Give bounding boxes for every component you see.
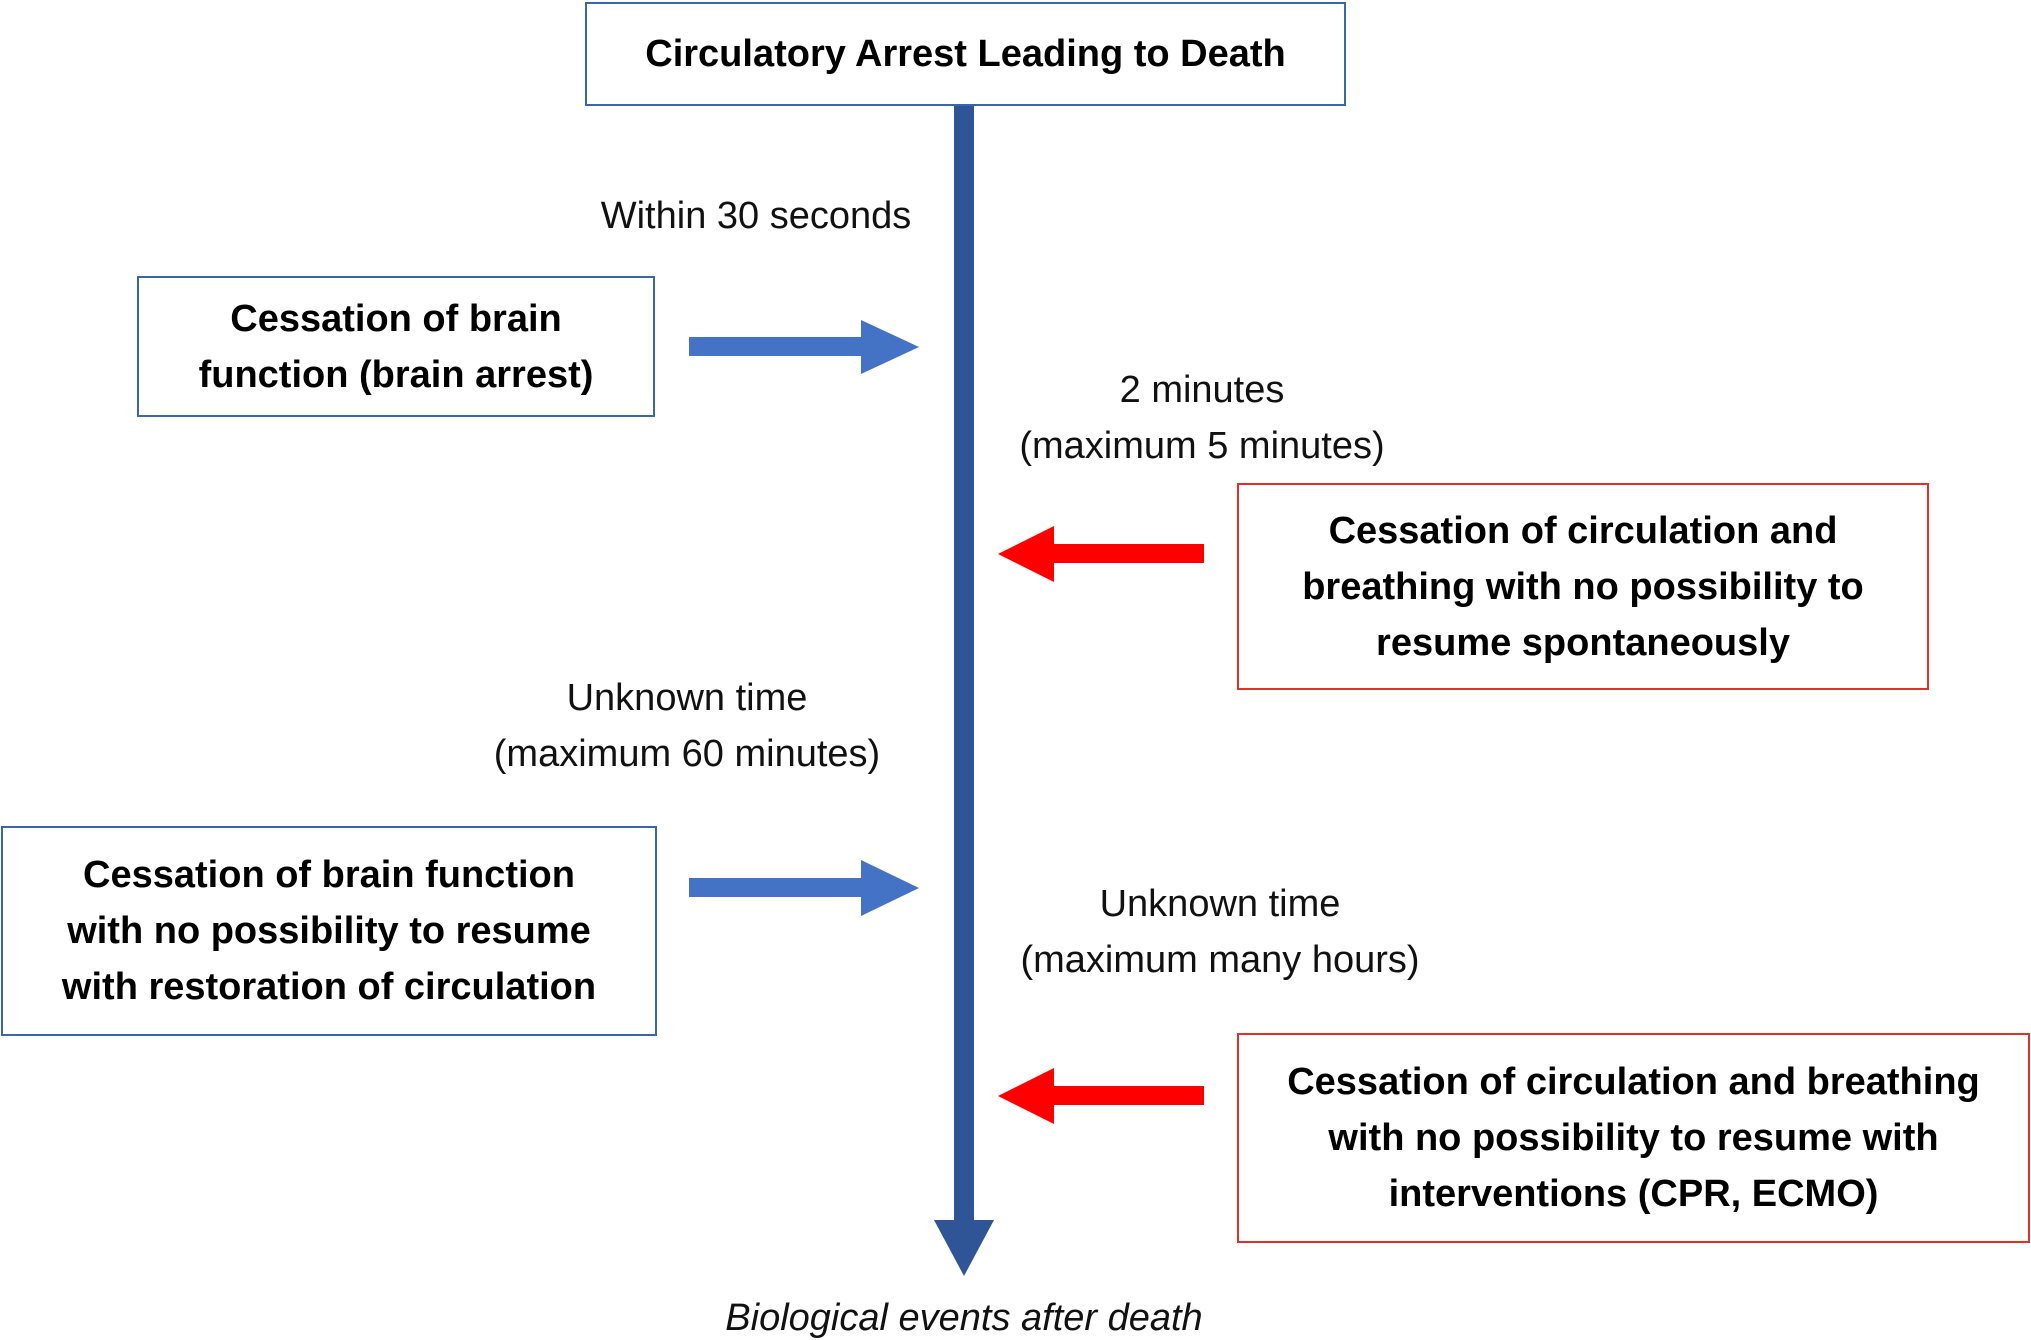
event-box-circulation-interventions: Cessation of circulation and breathing w…	[1237, 1033, 2030, 1243]
footer-label: Biological events after death	[725, 1297, 1203, 1339]
timeline-arrowhead	[934, 1220, 994, 1276]
brain-irreversible-arrow-shaft	[689, 878, 863, 897]
circulation-spontaneous-arrowhead	[998, 526, 1054, 582]
time-label-unknown-60: Unknown time (maximum 60 minutes)	[493, 677, 881, 775]
time-label-within-30s: Within 30 seconds	[600, 195, 912, 237]
title-box: Circulatory Arrest Leading to Death	[585, 2, 1346, 106]
time-label-unknown-hours: Unknown time (maximum many hours)	[1020, 883, 1420, 981]
circulation-spontaneous-arrow-shaft	[1052, 544, 1204, 563]
brain-arrest-arrowhead	[861, 320, 919, 374]
event-box-circulation-spontaneous: Cessation of circulation and breathing w…	[1237, 483, 1929, 690]
brain-arrest-arrow-shaft	[689, 337, 863, 356]
timeline-shaft	[954, 104, 974, 1224]
brain-irreversible-arrowhead	[861, 860, 919, 916]
time-label-2-minutes: 2 minutes (maximum 5 minutes)	[1019, 369, 1385, 467]
title-text: Circulatory Arrest Leading to Death	[645, 33, 1286, 75]
event-box-brain-arrest: Cessation of brain function (brain arres…	[137, 276, 655, 417]
circulation-interventions-arrow-shaft	[1052, 1086, 1204, 1105]
circulation-interventions-arrowhead	[998, 1068, 1054, 1124]
event-box-brain-irreversible: Cessation of brain function with no poss…	[1, 826, 657, 1036]
